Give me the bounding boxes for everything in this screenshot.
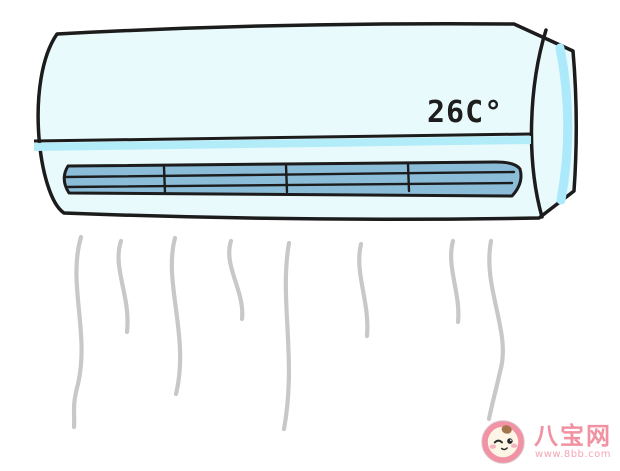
ac-vent-grille bbox=[62, 160, 523, 198]
watermark-text-block: 八宝网 www.8bb.com bbox=[534, 421, 612, 461]
airflow-line bbox=[71, 234, 84, 430]
ac-divider-line bbox=[33, 132, 532, 143]
airflow-line bbox=[357, 241, 370, 339]
logo-mouth bbox=[500, 447, 508, 451]
airflow-lines bbox=[71, 234, 505, 432]
watermark-site-name: 八宝网 bbox=[534, 421, 612, 450]
airflow-line bbox=[227, 238, 245, 322]
ac-side-highlight bbox=[555, 43, 573, 205]
airflow-line bbox=[449, 238, 461, 325]
vent-slat-line bbox=[64, 181, 514, 189]
baby-face-icon bbox=[481, 420, 525, 464]
logo-wink-eye bbox=[493, 439, 503, 444]
watermark-site-url: www.8bb.com bbox=[535, 449, 611, 461]
ac-accent-strip bbox=[34, 136, 531, 151]
vent-body bbox=[62, 160, 523, 198]
vent-divider-line bbox=[284, 163, 289, 194]
logo-blush-left bbox=[489, 444, 496, 449]
vent-divider-line bbox=[162, 165, 167, 195]
logo-hair-tuft bbox=[501, 425, 512, 434]
airflow-line bbox=[169, 235, 183, 397]
logo-blush-right bbox=[510, 443, 518, 448]
airflow-line bbox=[116, 238, 130, 335]
vent-divider-line bbox=[406, 162, 411, 193]
logo-face bbox=[487, 426, 519, 458]
airflow-line bbox=[281, 240, 292, 432]
temperature-display: 26C° bbox=[427, 95, 504, 130]
vent-slat-line bbox=[62, 170, 516, 179]
ac-front-edge-curve bbox=[529, 28, 548, 219]
airflow-line bbox=[486, 238, 505, 422]
watermark: 八宝网 www.8bb.com bbox=[479, 418, 612, 466]
logo-eye-glint bbox=[510, 439, 512, 441]
logo-open-eye bbox=[507, 438, 513, 444]
